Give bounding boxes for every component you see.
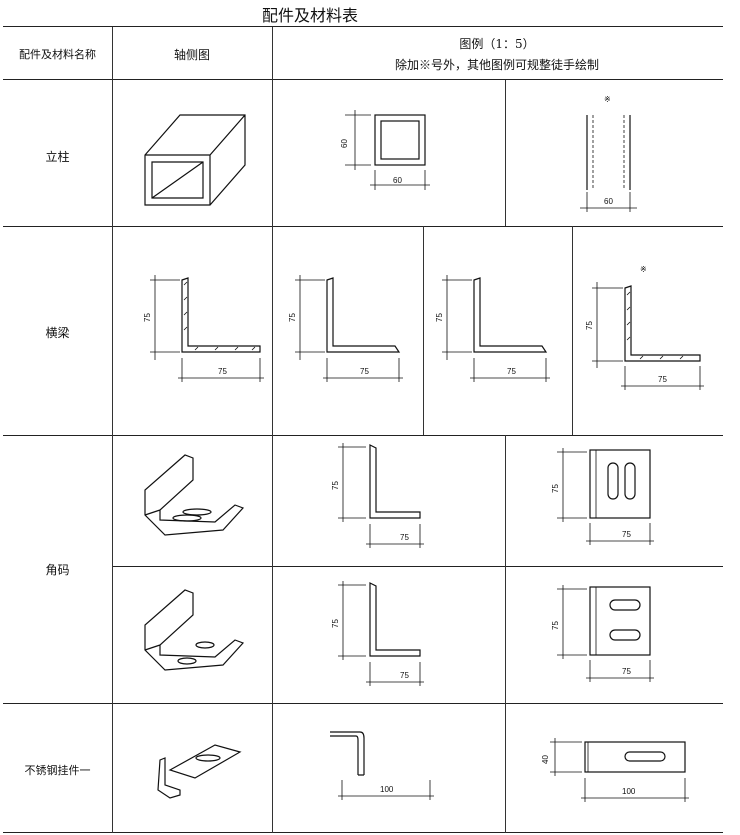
beam-angle-drawing-2: 75 75: [288, 275, 403, 382]
header-legend-note: 除加※号外，其他图例可规整徒手绘制: [394, 58, 599, 72]
col-divider: [572, 226, 573, 435]
dim-label: 60: [604, 197, 613, 206]
col-divider: [112, 27, 113, 833]
row-name-angle-bracket: 角码: [45, 563, 70, 577]
dim-label: 60: [393, 176, 402, 185]
dim-label: 100: [622, 787, 636, 796]
header-axo: 轴侧图: [173, 48, 210, 62]
angle-bracket-section-1: 75 75: [331, 443, 424, 548]
col-divider: [505, 435, 506, 833]
stainless-hanger-section: 100: [330, 731, 434, 800]
row-name-column: 立柱: [45, 150, 70, 164]
angle-bracket-holes-axonometric: [144, 589, 245, 671]
precise-mark: ※: [604, 95, 611, 104]
dim-label: 75: [143, 313, 152, 322]
dim-label: 75: [551, 484, 560, 493]
row-divider: [3, 79, 723, 80]
row-divider: [3, 226, 723, 227]
dim-label: 75: [360, 367, 369, 376]
page-title: 配件及材料表: [261, 6, 358, 25]
dim-label: 75: [288, 313, 297, 322]
dim-label: 75: [400, 533, 409, 542]
row-divider: [112, 566, 723, 567]
col-divider: [423, 226, 424, 435]
dim-label: 75: [622, 667, 631, 676]
dim-label: 75: [435, 313, 444, 322]
angle-bracket-section-2: 75 75: [331, 581, 424, 686]
beam-angle-hatched-drawing: 75 75: [143, 275, 264, 382]
row-divider: [3, 703, 723, 704]
header-name: 配件及材料名称: [19, 48, 96, 61]
dim-label: 75: [585, 321, 594, 330]
row-divider: [3, 435, 723, 436]
dim-label: 75: [331, 481, 340, 490]
beam-angle-drawing-3: 75 75: [435, 275, 550, 382]
square-tube-axonometric-drawing: [144, 114, 246, 206]
angle-bracket-plate-holes-drawing: 75 75: [551, 585, 654, 682]
table-border-bottom: [3, 832, 723, 833]
angle-bracket-plate-slots-drawing: 75 75: [551, 448, 654, 545]
dim-label: 60: [340, 139, 349, 148]
angle-bracket-slots-axonometric: [144, 454, 245, 536]
square-tube-section-drawing: 60 60: [340, 110, 430, 190]
dim-label: 75: [331, 619, 340, 628]
table-border-top: [3, 26, 723, 27]
stainless-hanger-axonometric: [157, 744, 242, 799]
dim-label: 75: [400, 671, 409, 680]
dim-label: 75: [622, 530, 631, 539]
row-name-hanger: 不锈钢挂件一: [24, 764, 91, 777]
dim-label: 75: [218, 367, 227, 376]
col-divider: [272, 27, 273, 833]
beam-angle-precise-drawing: ※ 75 75: [585, 265, 704, 390]
dim-label: ※: [640, 265, 647, 274]
dim-label: 75: [658, 375, 667, 384]
dim-label: 40: [541, 755, 550, 764]
header-legend: 图例（1：5）: [459, 37, 535, 51]
row-name-beam: 横梁: [45, 326, 70, 340]
stainless-hanger-plate-drawing: 40 100: [541, 738, 689, 802]
dim-label: 100: [380, 785, 394, 794]
square-tube-side-drawing: ※ 60: [580, 95, 637, 212]
dim-label: 75: [507, 367, 516, 376]
dim-label: 75: [551, 621, 560, 630]
col-divider: [505, 80, 506, 226]
